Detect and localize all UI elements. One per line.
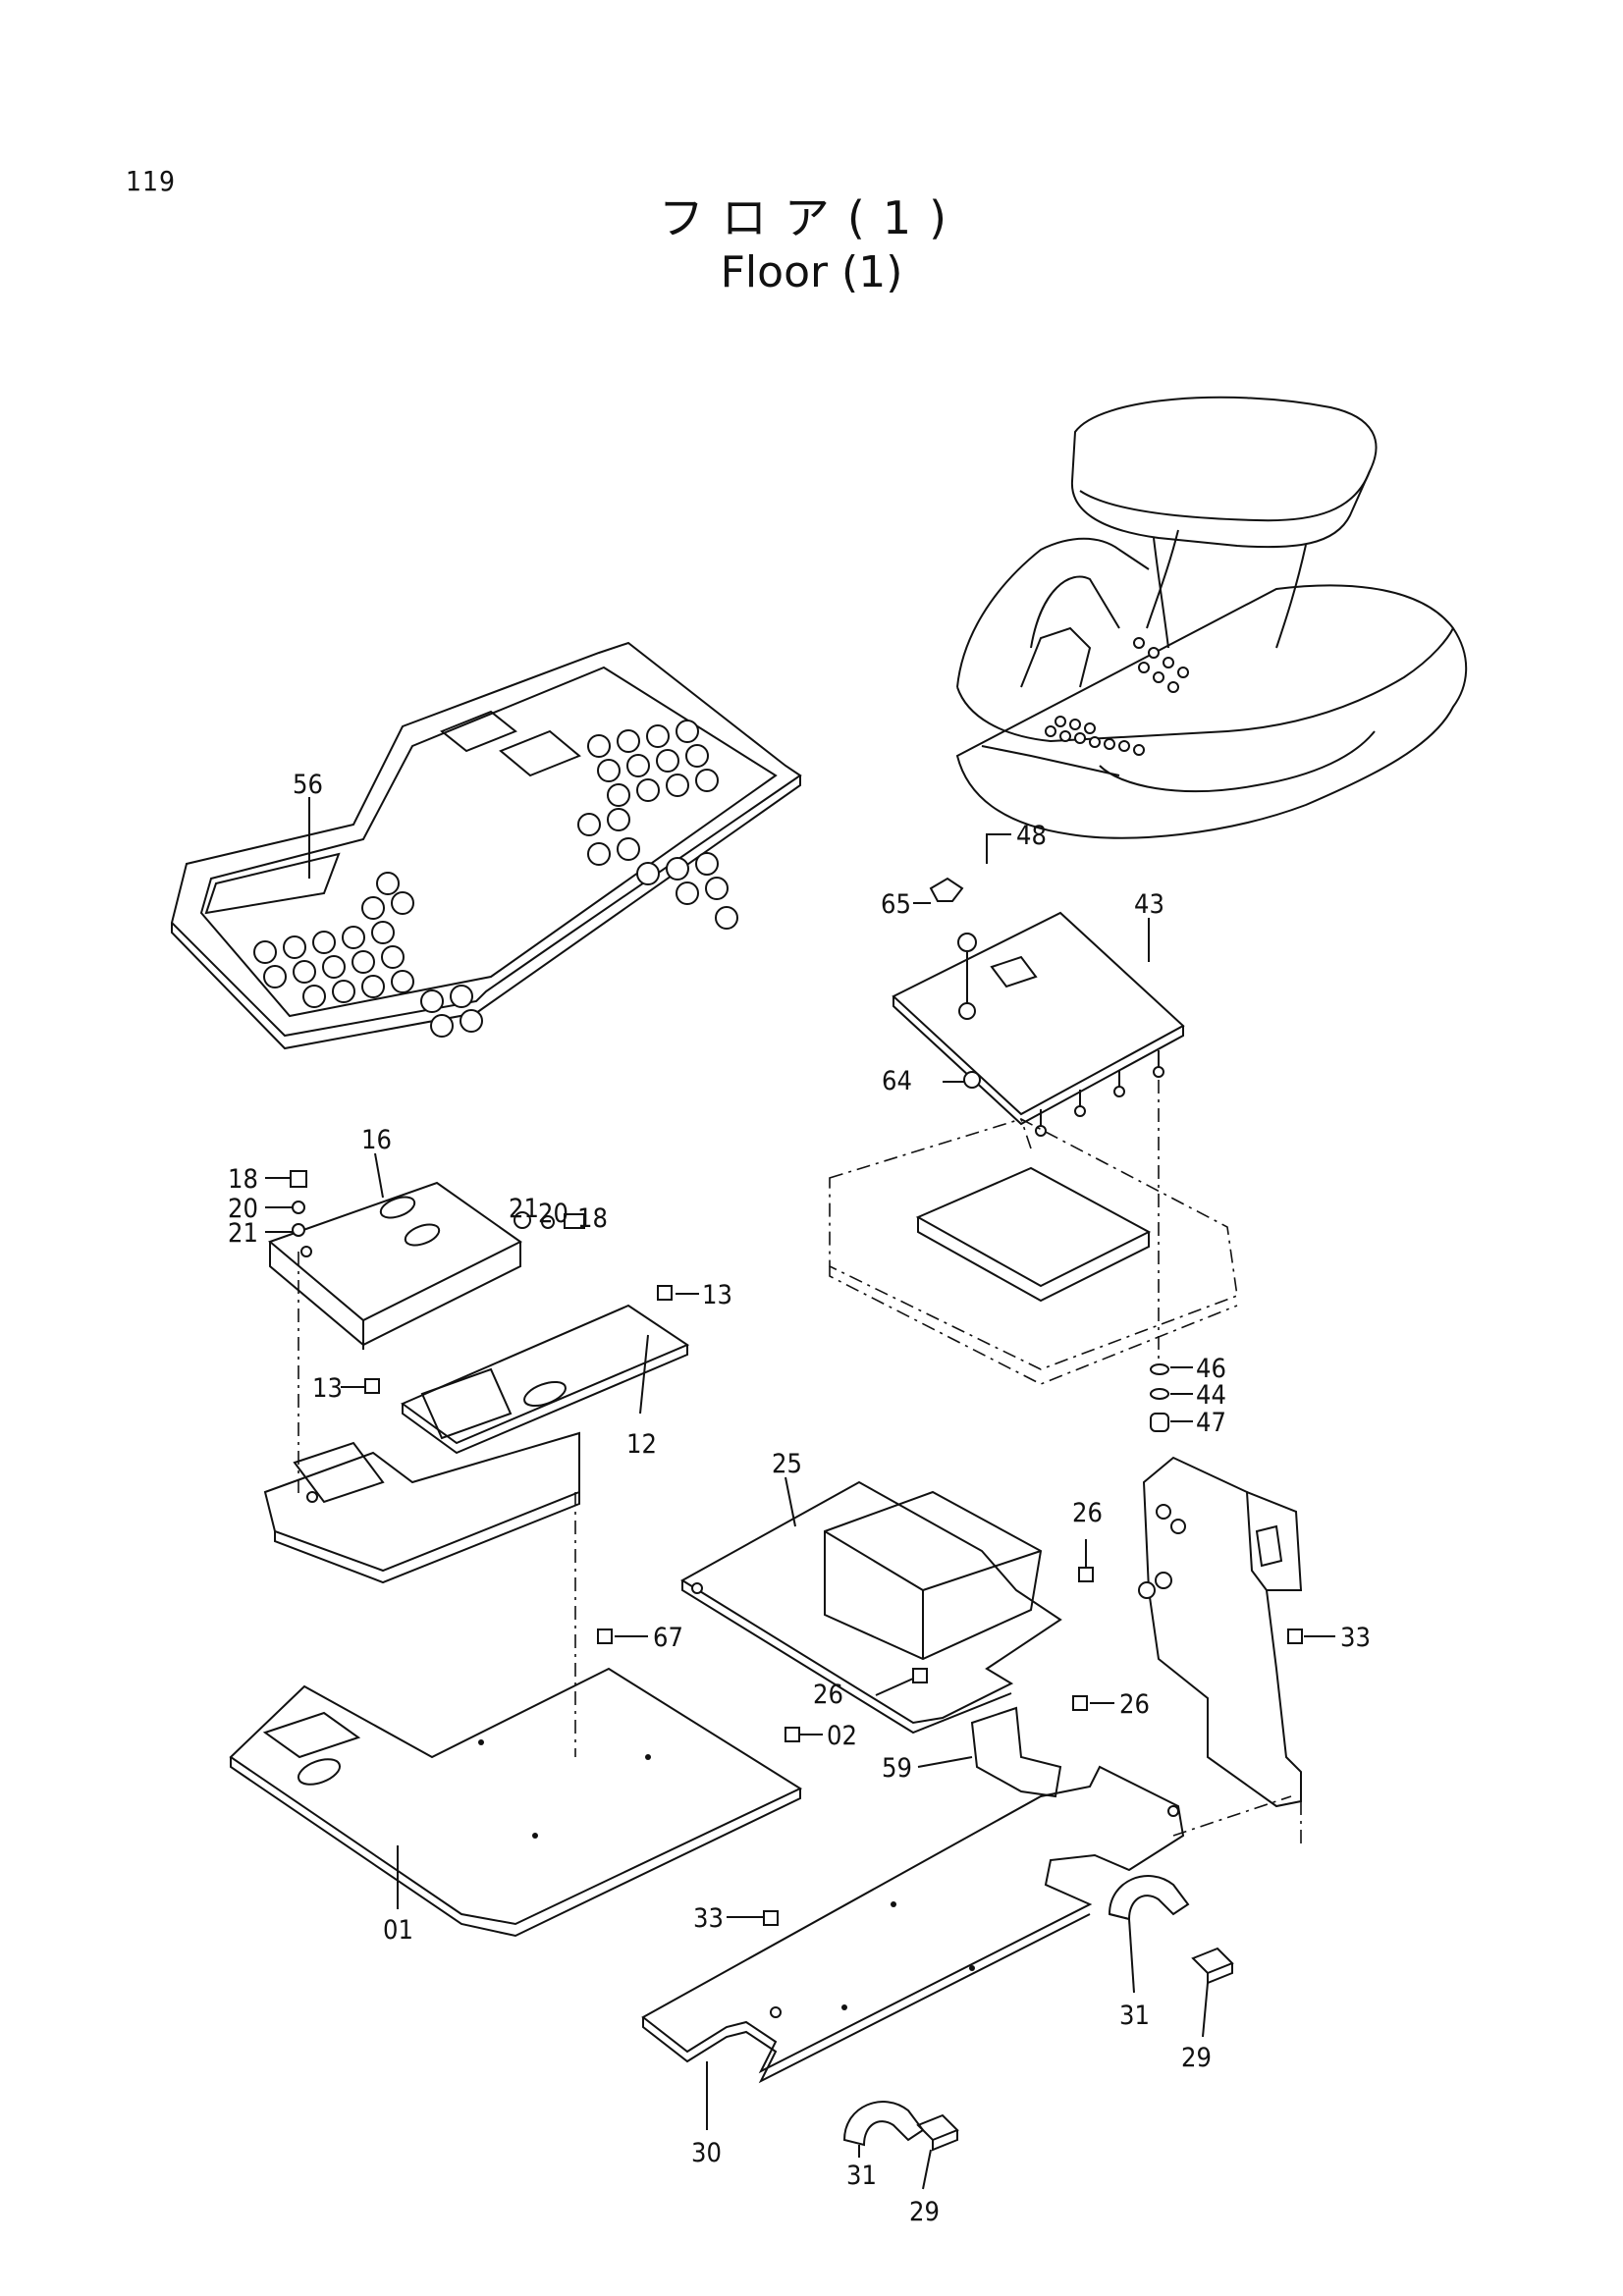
floor-plate-01	[229, 1667, 803, 1938]
title-english: Floor (1)	[720, 247, 903, 297]
callout-26-middle: 26	[813, 1680, 843, 1710]
hardware-bolts	[290, 1170, 1303, 1926]
callout-31-lower: 31	[846, 2161, 877, 2191]
bracket-12	[263, 1304, 690, 1584]
callout-31-upper: 31	[1119, 2001, 1150, 2031]
callout-65: 65	[881, 889, 911, 920]
cover-16	[268, 1181, 522, 1350]
callout-59: 59	[882, 1753, 912, 1784]
grommet-29-lower	[916, 2113, 959, 2152]
callout-21-right: 21	[509, 1194, 539, 1224]
side-panel	[1138, 1456, 1303, 1808]
floor-mat-pads	[253, 720, 738, 1038]
callout-56: 56	[293, 770, 323, 800]
callout-13-right: 13	[702, 1280, 732, 1310]
callout-labels: 56 48 65 43 64 16 18 20 21 21 20 18 13 1…	[228, 770, 1371, 2227]
callout-29-upper: 29	[1181, 2043, 1212, 2073]
lower-plate-30	[641, 1765, 1185, 2084]
callout-02: 02	[827, 1721, 857, 1751]
callout-43: 43	[1134, 889, 1164, 920]
callout-26-lower: 26	[1119, 1689, 1150, 1720]
callout-29-lower: 29	[909, 2197, 940, 2227]
callout-16: 16	[361, 1125, 392, 1155]
cover-25	[680, 1480, 1062, 1735]
seat-frame-opening	[829, 1080, 1238, 1385]
callout-20-right: 20	[538, 1199, 568, 1229]
leader-lines	[265, 833, 1335, 2190]
page-number: 119	[126, 165, 177, 197]
callout-47: 47	[1196, 1408, 1226, 1438]
callout-33-right: 33	[1340, 1623, 1371, 1653]
callout-13-left: 13	[312, 1373, 343, 1404]
callout-46: 46	[1196, 1354, 1226, 1384]
floor-mat-56	[170, 641, 802, 1050]
bracket-59	[970, 1706, 1062, 1798]
callout-18-right: 18	[577, 1203, 608, 1234]
callout-18-left: 18	[228, 1164, 258, 1195]
callout-30: 30	[691, 2138, 722, 2168]
callout-01: 01	[383, 1915, 413, 1946]
callout-33-left: 33	[693, 1903, 724, 1934]
grommet-31-upper	[1108, 1875, 1190, 1921]
overview-floor-dots	[1045, 637, 1189, 756]
grommet-31-lower	[842, 2101, 925, 2147]
callout-20-left: 20	[228, 1194, 258, 1224]
callout-21-left: 21	[228, 1218, 258, 1249]
excavator-overview-drawing	[955, 396, 1468, 839]
callout-26-upper: 26	[1072, 1498, 1103, 1528]
callout-12: 12	[626, 1429, 657, 1460]
grommet-29-upper	[1191, 1947, 1234, 1985]
title-japanese: フロア(1)	[658, 191, 965, 244]
callout-44: 44	[1196, 1380, 1226, 1411]
callout-67: 67	[653, 1623, 683, 1653]
callout-25: 25	[772, 1449, 802, 1479]
callout-48: 48	[1016, 821, 1047, 851]
callout-64: 64	[882, 1066, 912, 1096]
assembly-centerlines	[298, 1252, 1302, 1845]
cover-plate-43	[892, 877, 1185, 1137]
